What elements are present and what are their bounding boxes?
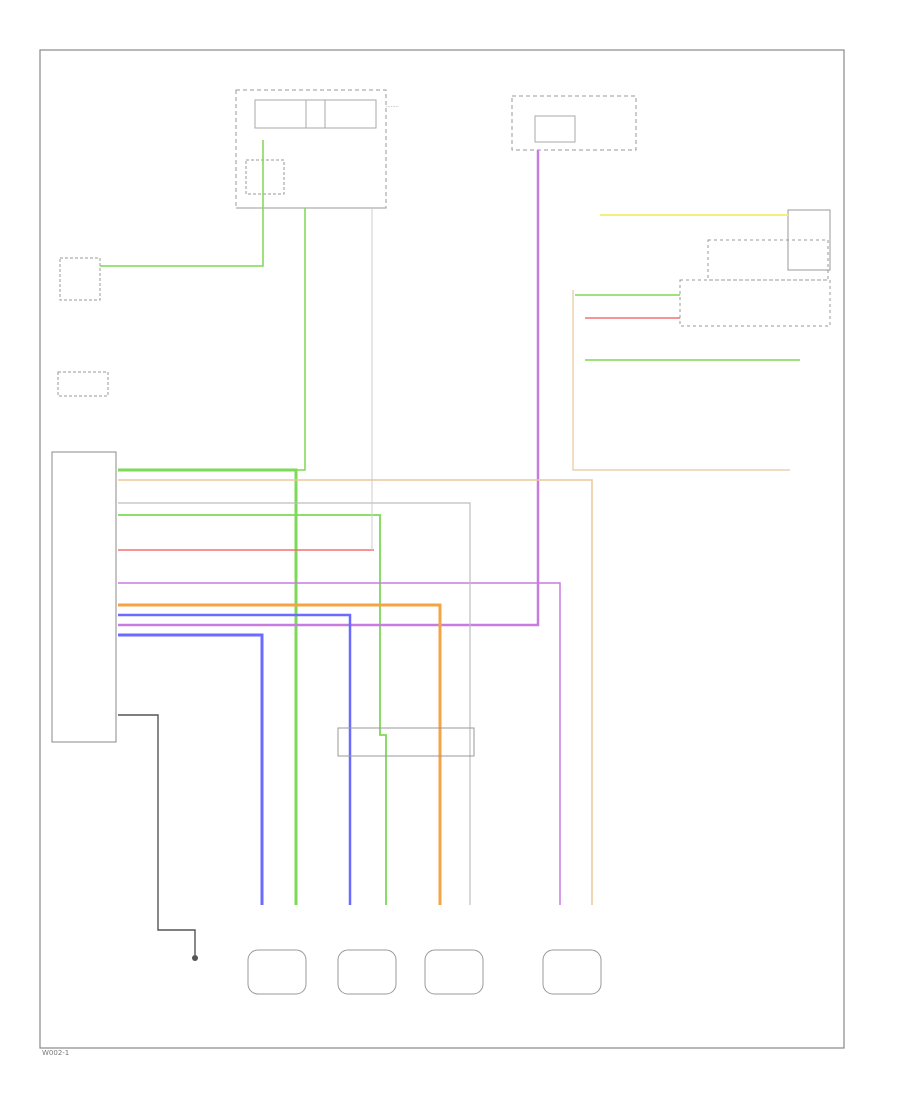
module-right-dashed — [707, 239, 829, 281]
wire-tan-right — [572, 290, 790, 471]
wire-purple-lr — [118, 582, 561, 905]
page-id: W002-1 — [42, 1049, 69, 1057]
wire-green-vertical — [296, 208, 306, 471]
fuse-box-right — [511, 95, 637, 151]
sensor-rr-body — [424, 949, 484, 995]
wire-green-top — [100, 140, 264, 267]
fuse-box-main-inner-2 — [305, 99, 377, 129]
wire-tan — [118, 479, 593, 905]
brake-switch — [59, 257, 101, 301]
wire-blue-lf — [118, 613, 352, 905]
relay-box — [245, 159, 285, 195]
wire-black-ground — [118, 714, 196, 955]
ground-icon — [192, 955, 198, 961]
sensor-rf-body — [247, 949, 307, 995]
fuse-box-main-inner — [254, 99, 326, 129]
wire-group — [100, 140, 800, 955]
wire-green-lf — [118, 514, 387, 905]
sensor-rf — [247, 949, 307, 995]
fuse-box-right-fuse — [534, 115, 576, 143]
sensor-lr — [542, 949, 602, 995]
wire-orange — [118, 603, 442, 905]
control-unit — [51, 451, 117, 743]
fuse-box-main — [235, 89, 387, 209]
wire-blue-rf — [118, 633, 264, 905]
sensor-lf — [337, 949, 397, 995]
fuse-box-label: ········ — [386, 104, 399, 110]
sensor-lf-body — [337, 949, 397, 995]
diagram-border — [39, 49, 845, 1049]
intermediate-connector — [337, 727, 475, 757]
wire-green-fr — [118, 468, 298, 905]
wire-gray — [118, 502, 471, 905]
sensor-rr — [424, 949, 484, 995]
wire-purple — [118, 150, 540, 627]
connector-block-right — [679, 279, 831, 327]
diagnostic-connector — [57, 371, 109, 397]
sensor-lr-body — [542, 949, 602, 995]
ground-point — [192, 955, 198, 961]
